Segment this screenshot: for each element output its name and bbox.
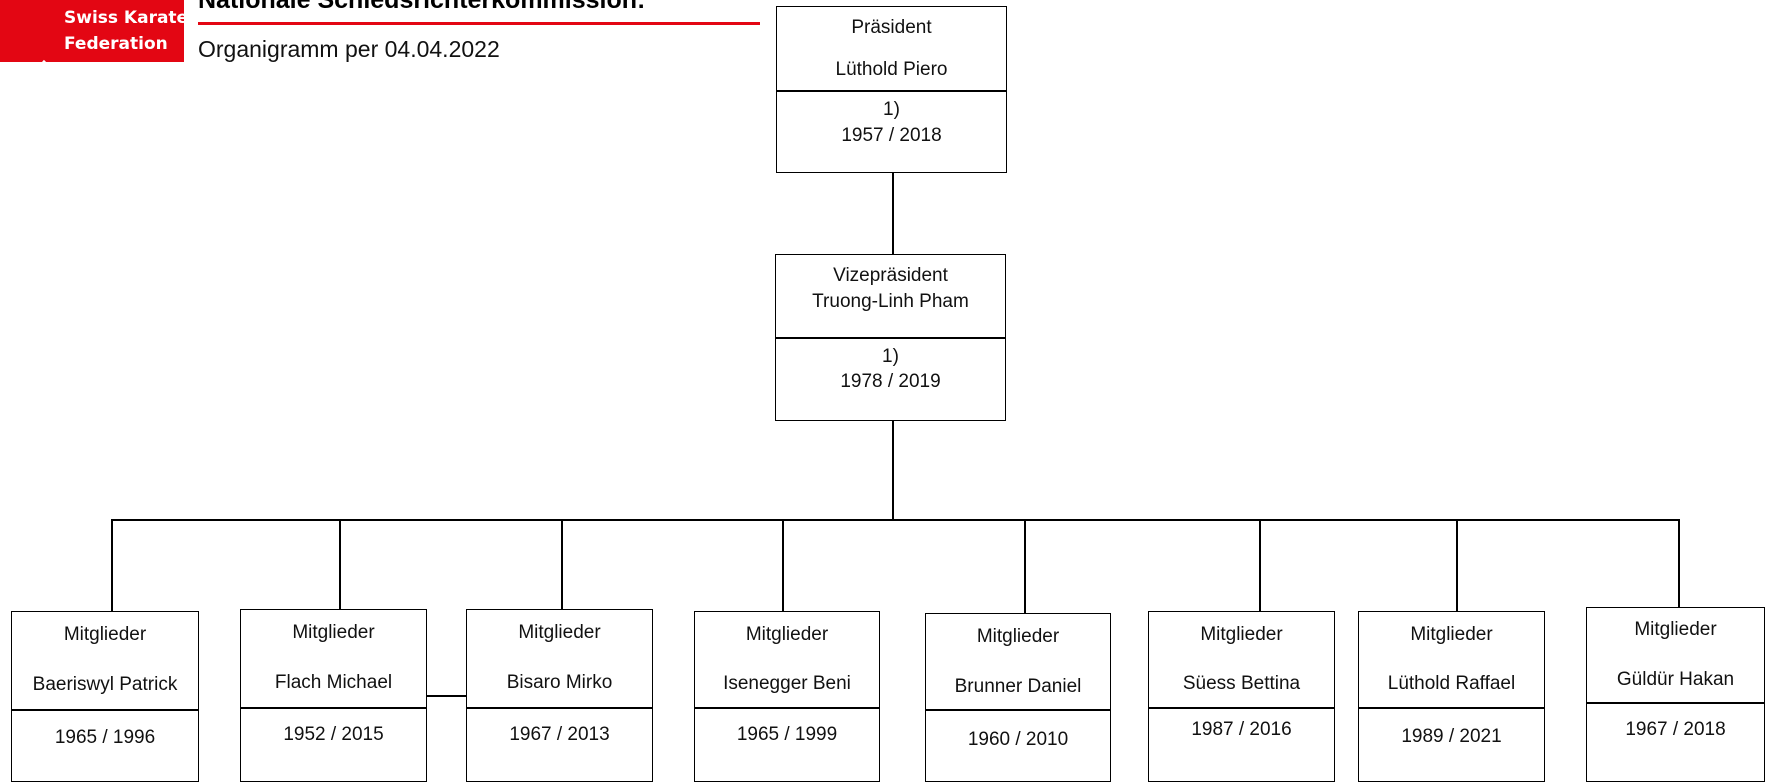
member-box: Mitglieder Baeriswyl Patrick 1965 / 1996 (11, 611, 199, 782)
member-name: Süess Bettina (1182, 673, 1301, 694)
vice-president-box: Vizepräsident Truong-Linh Pham 1) 1978 /… (775, 254, 1006, 421)
member-name: Brunner Daniel (954, 676, 1082, 697)
member-role: Mitglieder (1634, 619, 1717, 640)
member-divider (241, 707, 426, 709)
member-role: Mitglieder (518, 622, 601, 643)
member-years: 1989 / 2021 (1401, 726, 1502, 747)
member-years: 1965 / 1999 (736, 724, 838, 745)
member-divider (1149, 707, 1334, 709)
president-divider (777, 90, 1006, 92)
member-box: Mitglieder Süess Bettina 1987 / 2016 (1148, 611, 1335, 782)
member-box: Mitglieder Flach Michael 1952 / 2015 (240, 609, 427, 782)
member-years: 1965 / 1996 (54, 727, 156, 748)
member-divider (926, 709, 1110, 711)
vice-president-years: 1978 / 2019 (840, 371, 941, 392)
member-role: Mitglieder (745, 624, 829, 645)
logo-text-line1: Swiss Karate (64, 8, 184, 28)
connector-president-vice (892, 172, 894, 256)
member-years: 1967 / 2018 (1625, 719, 1726, 740)
swiss-karate-logo: Swiss Karate Federation (0, 0, 184, 62)
logo-text-line2: Federation (64, 34, 168, 54)
vice-president-note: 1) (882, 346, 899, 367)
member-name: Flach Michael (274, 672, 393, 693)
connector-member-4 (782, 519, 784, 611)
member-divider (1587, 702, 1764, 704)
connector-member-7 (1456, 519, 1458, 611)
connector-member-5 (1024, 519, 1026, 613)
member-role: Mitglieder (1200, 624, 1283, 645)
member-role: Mitglieder (1410, 624, 1493, 645)
connector-member-2 (339, 519, 341, 609)
member-years: 1960 / 2010 (967, 729, 1069, 750)
president-box: Präsident Lüthold Piero 1) 1957 / 2018 (776, 6, 1007, 173)
member-role: Mitglieder (976, 626, 1060, 647)
connector-horizontal-bus (111, 519, 1679, 521)
vice-president-role: Vizepräsident (833, 265, 948, 286)
member-years: 1987 / 2016 (1191, 719, 1292, 740)
member-years: 1967 / 2013 (509, 724, 610, 745)
page-title: Nationale Schiedsrichterkommission: (198, 0, 646, 14)
member-name: Güldür Hakan (1616, 669, 1735, 690)
connector-member-2-3 (426, 695, 467, 697)
member-box: Mitglieder Lüthold Raffael 1989 / 2021 (1358, 611, 1545, 782)
logo-swoosh-icon (0, 0, 68, 62)
connector-vice-bus (892, 420, 894, 520)
member-divider (695, 707, 879, 709)
member-box: Mitglieder Güldür Hakan 1967 / 2018 (1586, 607, 1765, 782)
member-box: Mitglieder Bisaro Mirko 1967 / 2013 (466, 609, 653, 782)
connector-member-1 (111, 519, 113, 611)
connector-member-6 (1259, 519, 1261, 611)
president-note: 1) (883, 99, 900, 120)
president-role: Präsident (851, 17, 932, 38)
president-years: 1957 / 2018 (841, 125, 942, 146)
vice-president-name: Truong-Linh Pham (812, 291, 969, 312)
member-box: Mitglieder Brunner Daniel 1960 / 2010 (925, 613, 1111, 782)
president-name: Lüthold Piero (835, 59, 948, 80)
member-years: 1952 / 2015 (283, 724, 384, 745)
member-name: Lüthold Raffael (1387, 673, 1516, 694)
member-role: Mitglieder (292, 622, 375, 643)
member-name: Baeriswyl Patrick (32, 674, 178, 695)
member-divider (467, 707, 652, 709)
vice-president-divider (776, 337, 1005, 339)
title-underline (198, 22, 760, 25)
member-box: Mitglieder Isenegger Beni 1965 / 1999 (694, 611, 880, 782)
member-divider (12, 709, 198, 711)
member-divider (1359, 707, 1544, 709)
member-role: Mitglieder (63, 624, 147, 645)
member-name: Isenegger Beni (723, 673, 851, 694)
member-name: Bisaro Mirko (506, 672, 613, 693)
connector-member-3 (561, 519, 563, 609)
page-subtitle: Organigramm per 04.04.2022 (198, 36, 500, 62)
connector-member-8 (1678, 519, 1680, 607)
